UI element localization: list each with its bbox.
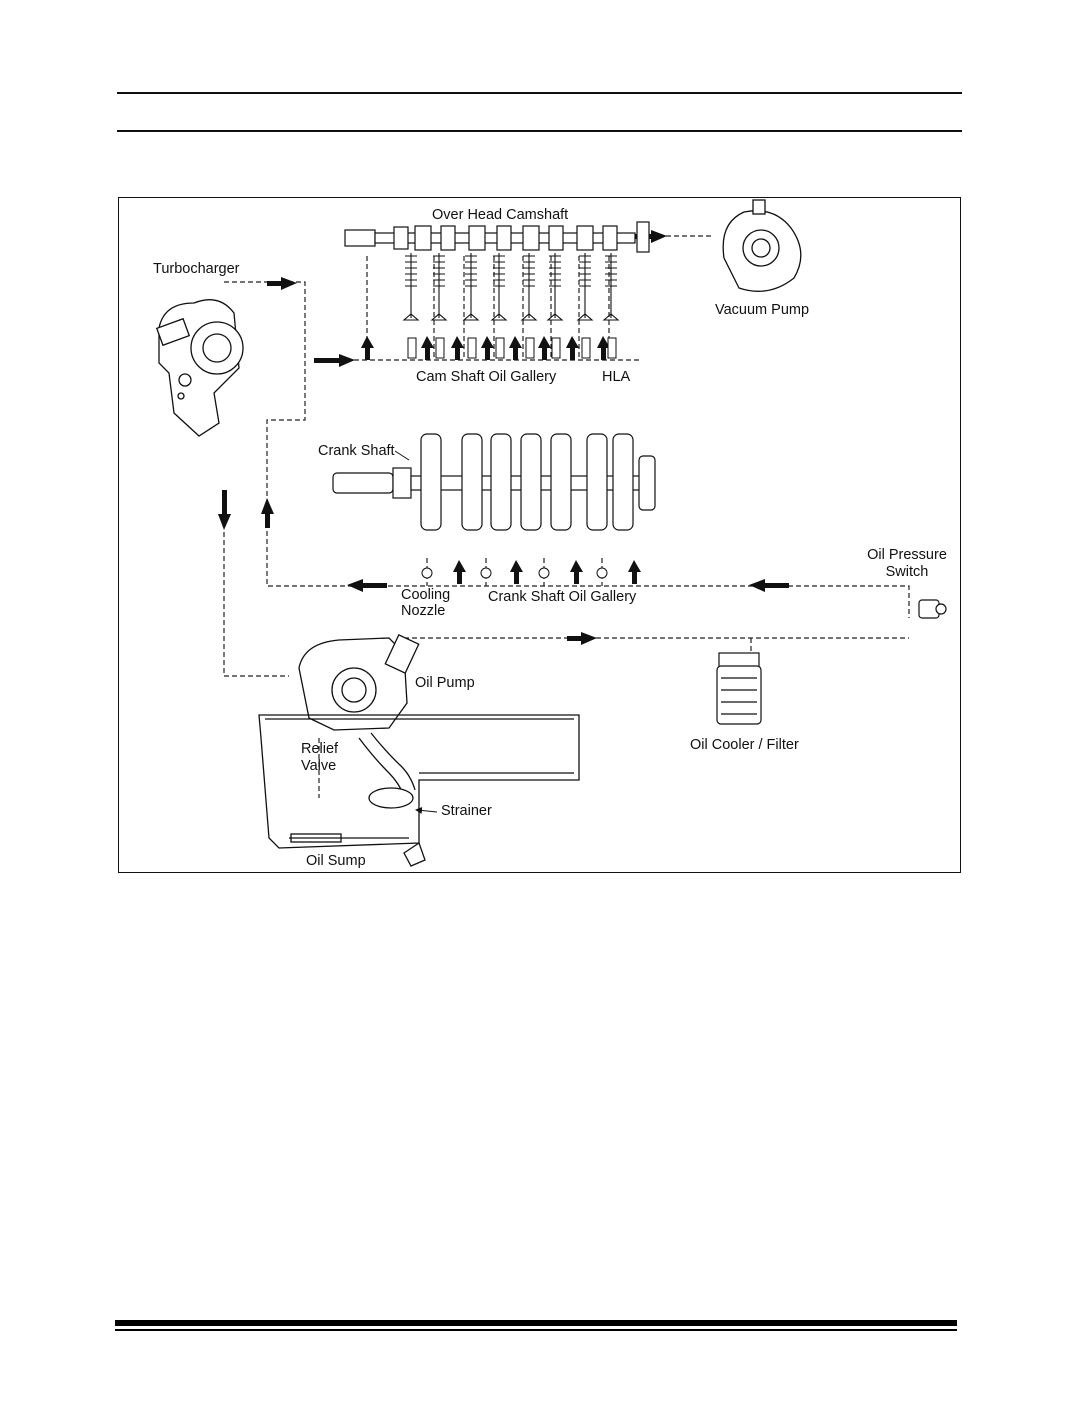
cooling-nozzle-label-line-1: Cooling <box>401 587 451 603</box>
relief-valve-label-line-2: Valve <box>301 758 337 774</box>
hla-label: HLA <box>602 369 631 385</box>
valve-springs <box>402 253 620 321</box>
leader-lines <box>394 450 438 814</box>
lubrication-system-diagram: Over Head Camshaft Vacuum Pump Turbochar… <box>118 197 961 873</box>
oil-flow-lines <box>223 235 910 798</box>
diagram-drawing <box>155 199 947 867</box>
vacuum-pump-label: Vacuum Pump <box>715 302 810 318</box>
oil-cooler-filter-label: Oil Cooler / Filter <box>690 737 799 753</box>
header-rule-bottom <box>117 130 962 132</box>
strainer-label: Strainer <box>441 803 492 819</box>
camshaft-illustration <box>344 221 650 253</box>
oil-sump-label: Oil Sump <box>306 853 366 869</box>
oil-sump-illustration <box>258 714 580 867</box>
camshaft-label: Over Head Camshaft <box>432 207 569 223</box>
cooling-nozzles <box>421 567 608 579</box>
oil-pressure-switch-label-line-2: Switch <box>885 564 929 580</box>
crankshaft-illustration <box>332 433 656 531</box>
flow-arrows <box>218 230 789 645</box>
turbocharger-illustration <box>155 299 244 437</box>
crank-gallery-label: Crank Shaft Oil Gallery <box>488 589 637 605</box>
vacuum-pump-illustration <box>722 199 802 292</box>
header-rule-top <box>117 92 962 94</box>
strainer-illustration <box>358 732 416 809</box>
oil-pressure-switch-label-line-1: Oil Pressure <box>867 547 947 563</box>
footer-rule-thick <box>115 1320 957 1326</box>
oil-pressure-switch-illustration <box>918 599 947 619</box>
oil-pump-label: Oil Pump <box>415 675 475 691</box>
oil-pump-illustration <box>298 633 420 731</box>
turbocharger-label: Turbocharger <box>153 261 240 277</box>
oil-cooler-filter-illustration <box>716 652 762 725</box>
crank-shaft-label: Crank Shaft <box>318 443 395 459</box>
hla-units <box>407 337 617 359</box>
footer-rule-thin <box>115 1329 957 1331</box>
relief-valve-label-line-1: Relief <box>301 741 339 757</box>
cooling-nozzle-label-line-2: Nozzle <box>401 603 446 619</box>
cam-gallery-label: Cam Shaft Oil Gallery <box>416 369 557 385</box>
